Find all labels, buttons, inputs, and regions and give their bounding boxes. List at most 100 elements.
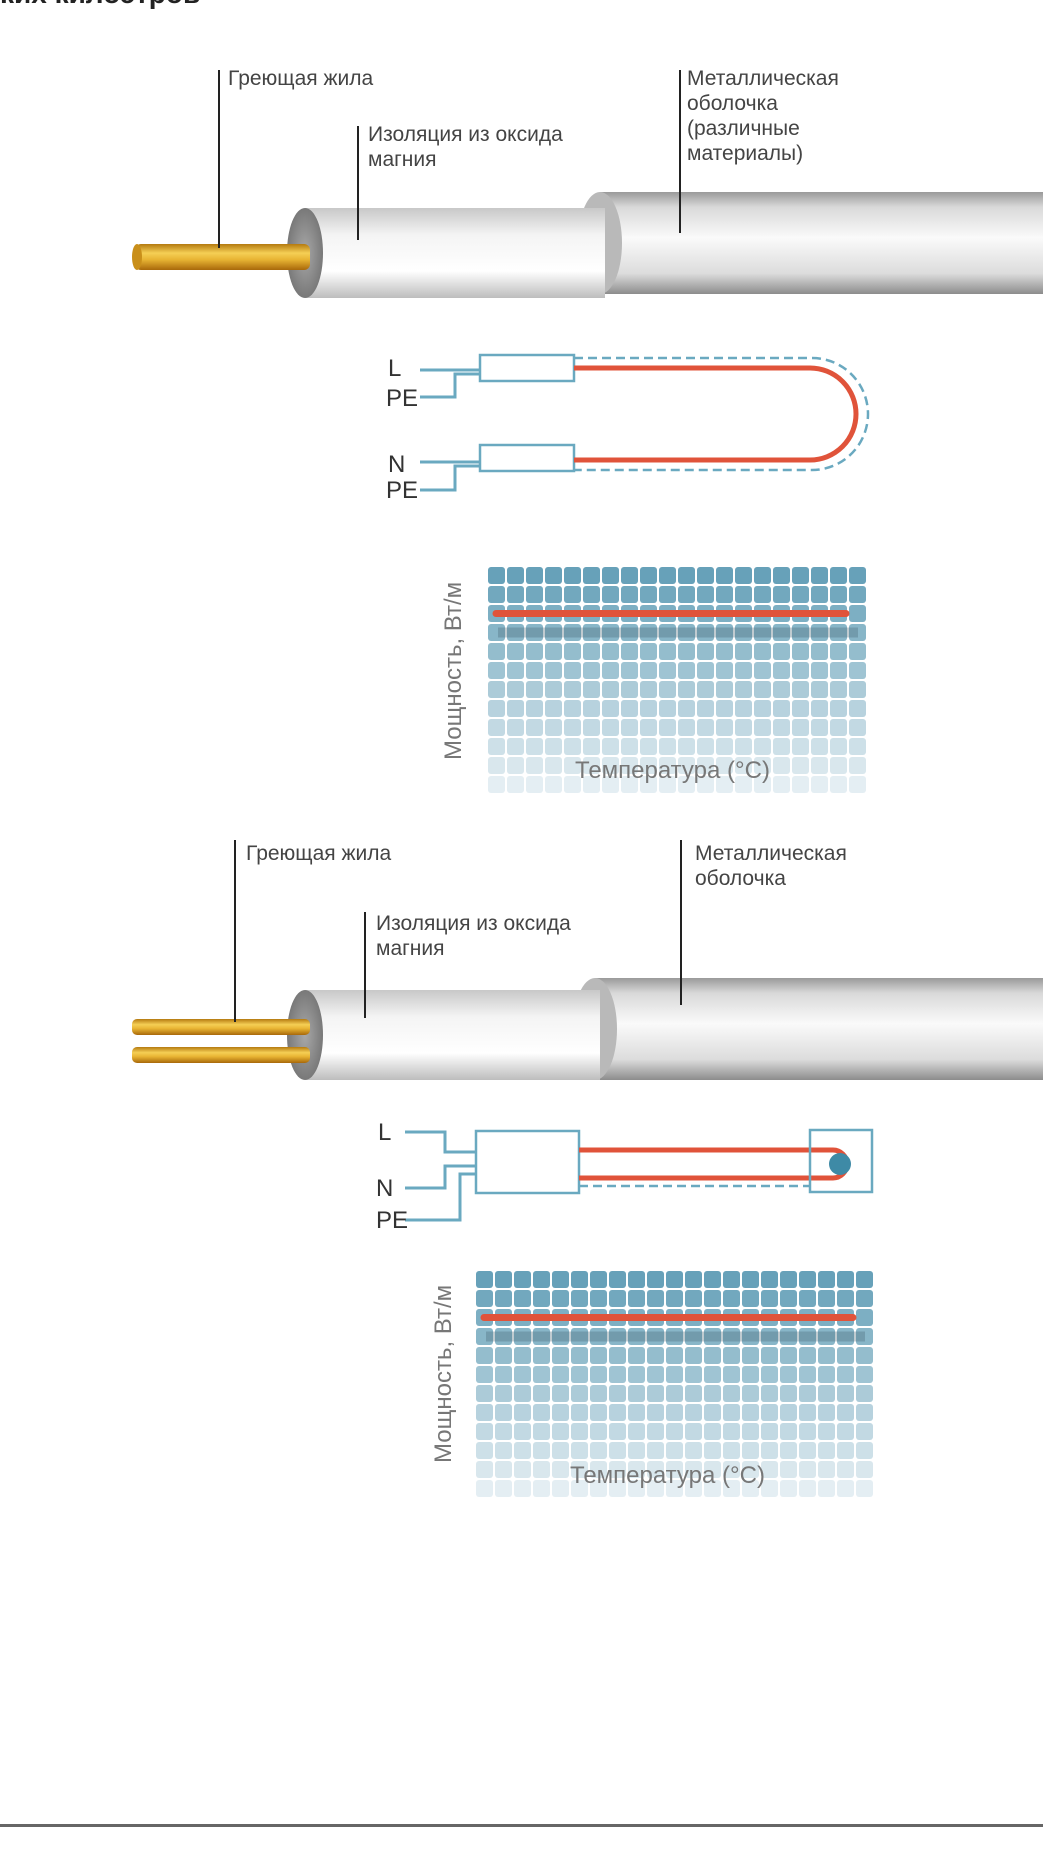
grid-tile — [685, 1423, 702, 1440]
grid-tile — [697, 719, 714, 736]
insulation-label-2: Изоляция из оксида магния — [376, 912, 571, 960]
grid-tile — [716, 624, 733, 641]
grid-tile — [488, 719, 505, 736]
grid-tile — [602, 738, 619, 755]
grid-tile — [818, 1366, 835, 1383]
grid-tile — [704, 1271, 721, 1288]
grid-tile — [640, 662, 657, 679]
grid-tile — [685, 1385, 702, 1402]
grid-tile — [856, 1309, 873, 1326]
grid-tile — [704, 1404, 721, 1421]
grid-tile — [628, 1347, 645, 1364]
grid-tile — [545, 624, 562, 641]
grid-tile — [666, 1290, 683, 1307]
grid-tile — [571, 1328, 588, 1345]
grid-tile — [647, 1442, 664, 1459]
grid-tile — [495, 1271, 512, 1288]
grid-tile — [666, 1271, 683, 1288]
grid-tile — [666, 1328, 683, 1345]
grid-tile — [818, 1271, 835, 1288]
grid-tile — [533, 1461, 550, 1478]
grid-tile — [792, 624, 809, 641]
grid-tile — [830, 586, 847, 603]
grid-tile — [514, 1347, 531, 1364]
grid-tile — [742, 1442, 759, 1459]
grid-tile — [514, 1271, 531, 1288]
grid-tile — [590, 1328, 607, 1345]
grid-tile — [647, 1461, 664, 1478]
grid-tile — [811, 586, 828, 603]
grid-tile — [792, 757, 809, 774]
grid-tile — [526, 719, 543, 736]
grid-tile — [647, 1404, 664, 1421]
grid-tile — [602, 586, 619, 603]
grid-tile — [526, 776, 543, 793]
grid-tile — [837, 1442, 854, 1459]
grid-tile — [837, 1347, 854, 1364]
grid-tile — [697, 643, 714, 660]
grid-tile — [476, 1271, 493, 1288]
grid-tile — [602, 681, 619, 698]
grid-tile — [659, 757, 676, 774]
grid-tile — [583, 700, 600, 717]
grid-tile — [533, 1328, 550, 1345]
grid-tile — [476, 1290, 493, 1307]
grid-tile — [723, 1404, 740, 1421]
grid-tile — [792, 662, 809, 679]
grid-tile — [723, 1442, 740, 1459]
grid-tile — [761, 1328, 778, 1345]
grid-tile — [735, 719, 752, 736]
sheath-label-1: Металлическая оболочка (различные матери… — [687, 67, 839, 165]
grid-tile — [526, 662, 543, 679]
grid-tile — [666, 1461, 683, 1478]
grid-tile — [849, 757, 866, 774]
grid-tile — [773, 586, 790, 603]
grid-tile — [552, 1423, 569, 1440]
grid-tile — [678, 719, 695, 736]
grid-tile — [799, 1480, 816, 1497]
grid-tile — [564, 738, 581, 755]
grid-tile — [792, 567, 809, 584]
grid-tile — [818, 1423, 835, 1440]
grid-tile — [514, 1423, 531, 1440]
grid-tile — [773, 776, 790, 793]
grid-tile — [507, 757, 524, 774]
grid-tile — [761, 1480, 778, 1497]
grid-tile — [571, 1423, 588, 1440]
grid-tile — [742, 1366, 759, 1383]
grid-tile — [640, 586, 657, 603]
grid-tile — [590, 1480, 607, 1497]
grid-tile — [533, 1442, 550, 1459]
grid-tile — [640, 738, 657, 755]
grid-tile — [697, 624, 714, 641]
grid-tile — [849, 605, 866, 622]
grid-tile — [640, 567, 657, 584]
grid-tile — [799, 1404, 816, 1421]
grid-tile — [609, 1290, 626, 1307]
grid-tile — [628, 1366, 645, 1383]
grid-tile — [545, 719, 562, 736]
grid-tile — [659, 624, 676, 641]
grid-tile — [571, 1442, 588, 1459]
grid-tile — [507, 586, 524, 603]
grid-tile — [552, 1290, 569, 1307]
grid-tile — [583, 567, 600, 584]
grid-tile — [476, 1423, 493, 1440]
grid-tile — [818, 1347, 835, 1364]
grid-tile — [659, 700, 676, 717]
grid-tile — [659, 662, 676, 679]
grid-tile — [590, 1404, 607, 1421]
grid-tile — [621, 643, 638, 660]
grid-tile — [704, 1328, 721, 1345]
grid-tile — [552, 1328, 569, 1345]
grid-tile — [602, 624, 619, 641]
grid-tile — [856, 1480, 873, 1497]
grid-tile — [476, 1366, 493, 1383]
grid-tile — [811, 700, 828, 717]
grid-tile — [792, 700, 809, 717]
grid-tile — [640, 776, 657, 793]
grid-tile — [754, 738, 771, 755]
